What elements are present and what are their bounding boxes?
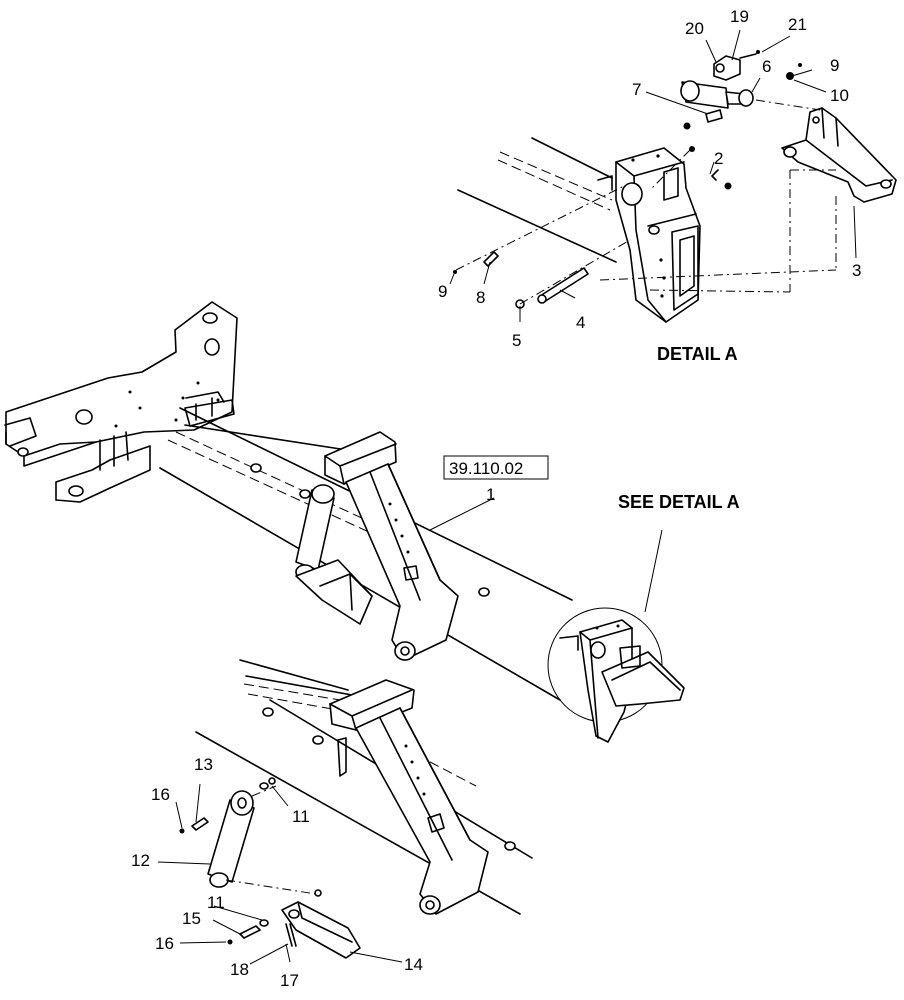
callout-14: 14 [404,955,423,974]
upper-lift-arm [324,431,459,661]
callout-12: 12 [131,851,150,870]
callout-3: 3 [852,261,861,280]
callout-20: 20 [685,19,704,38]
callout-16-lower: 16 [155,934,174,953]
callout-19: 19 [730,7,749,26]
callout-7: 7 [632,80,641,99]
upper-cylinder [295,484,373,625]
lower-hardware [179,777,322,947]
callout-11-lower: 11 [207,893,225,912]
lower-cylinder [207,785,317,895]
callout-4: 4 [576,313,585,332]
callout-5: 5 [512,331,521,350]
callout-13: 13 [194,755,213,774]
link-part-3 [781,107,897,292]
detail-pins [453,169,837,309]
callout-1: 1 [486,485,495,504]
callout-17: 17 [280,971,299,990]
detail-a-title: DETAIL A [657,344,738,364]
lower-bracket [281,901,361,959]
callout-6: 6 [762,57,771,76]
callout-18: 18 [230,960,249,979]
callout-15: 15 [182,909,201,928]
callout-11-upper: 11 [292,807,310,826]
hitch-frame [4,301,238,503]
reference-label: 39.110.02 [449,459,523,478]
detail-a-assembly [457,137,701,323]
callout-10: 10 [830,86,849,105]
detail-a-zoom-circle [547,529,685,743]
callout-9-upper: 9 [830,56,839,75]
lower-lift-arm [329,679,489,915]
callout-21: 21 [788,15,807,34]
detail-cylinder [649,50,821,191]
callout-2: 2 [714,149,723,168]
callout-16-upper: 16 [151,785,170,804]
reference-box [443,455,549,480]
callout-8: 8 [476,288,485,307]
callout-9-lower: 9 [438,282,447,301]
leader-lines [157,29,857,965]
see-detail-a-label: SEE DETAIL A [618,492,740,512]
